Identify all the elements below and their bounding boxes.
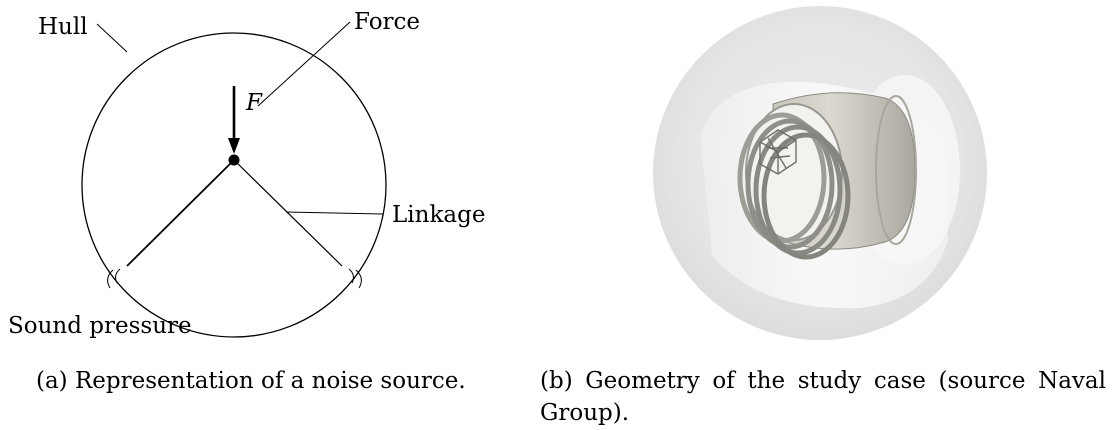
linkage-arm-left	[126, 159, 235, 267]
ringed-tube	[737, 92, 917, 260]
force-arrow-head	[228, 138, 240, 154]
linkage-leader-line	[285, 211, 384, 215]
sound-pressure-label: Sound pressure	[8, 313, 192, 339]
force-label: Force	[354, 9, 420, 35]
tube-front-edge	[875, 95, 917, 245]
lattice-cube	[759, 129, 797, 175]
tube-ring-2	[745, 118, 835, 250]
tube-ring-4	[761, 132, 851, 260]
sound-wave-right-icon	[348, 268, 362, 289]
tube-ring-3	[753, 124, 843, 256]
caption-panel-a: (a) Representation of a noise source.	[36, 368, 466, 394]
tube-ring-1	[737, 112, 827, 244]
study-case-geometry-render	[653, 6, 987, 340]
caption-panel-b: (b) Geometry of the study case (source N…	[540, 368, 1106, 426]
linkage-label: Linkage	[392, 202, 485, 228]
linkage-arm-right	[233, 159, 343, 267]
hull-circle	[81, 32, 387, 338]
hull-label: Hull	[38, 14, 88, 40]
sound-wave-left-icon	[107, 268, 121, 289]
hull-leader-line	[96, 23, 128, 53]
force-leader-line	[257, 21, 351, 107]
noise-source-diagram: Hull Force F Linkage Sound pressure	[8, 9, 485, 339]
force-symbol-label: F	[245, 90, 263, 116]
